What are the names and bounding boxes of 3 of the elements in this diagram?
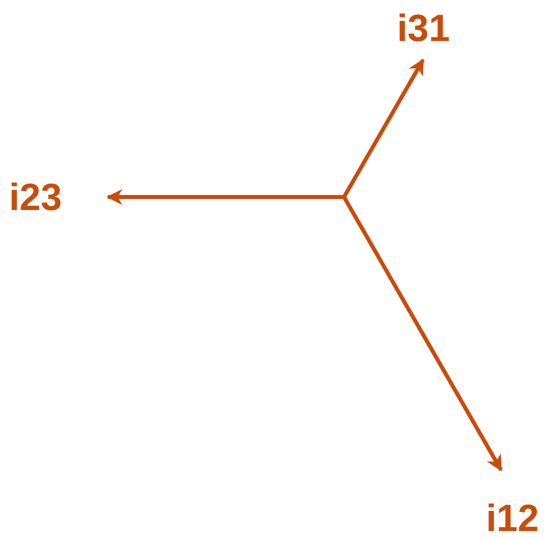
phasor-label: i23 — [9, 179, 62, 217]
phasor-label: i31 — [397, 10, 450, 48]
phasor-label: i12 — [486, 500, 539, 538]
